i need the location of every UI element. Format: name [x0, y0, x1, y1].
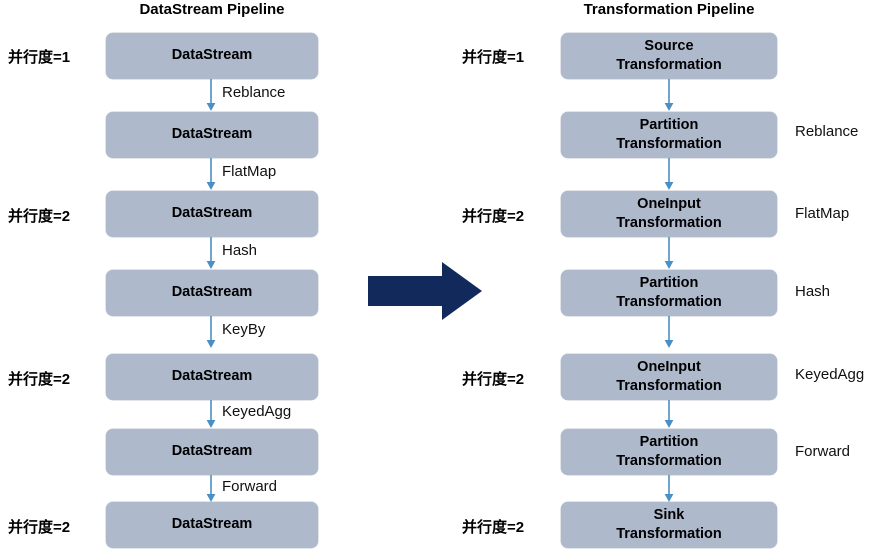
edge-label-left-3: Hash [222, 242, 258, 259]
node-label-line1: OneInput [637, 195, 701, 212]
node-label-line1: OneInput [637, 358, 701, 375]
node-label-line2: Transformation [616, 453, 722, 469]
node-label-line2: Transformation [616, 378, 722, 394]
edge-label-left-6: Forward [222, 478, 278, 495]
connector-arrow-left-6 [204, 475, 218, 503]
node-label-line2: Transformation [616, 526, 722, 542]
page-title-right: Transformation Pipeline [583, 1, 755, 18]
connector-arrow-left-5 [204, 400, 218, 429]
node-label: DataStream [171, 47, 253, 64]
node-label: OneInput Transformation [610, 358, 728, 396]
node-label: DataStream [171, 205, 253, 222]
edge-label-left-1: Reblance [222, 84, 286, 101]
datastream-node-3[interactable]: DataStream [106, 191, 318, 237]
node-label-line1: Source [644, 37, 694, 54]
node-label-line2: Transformation [616, 294, 722, 310]
datastream-node-1[interactable]: DataStream [106, 33, 318, 79]
node-label: DataStream [171, 443, 253, 460]
parallelism-label-left-1: 并行度=1 [8, 49, 71, 66]
operation-label-right-6: Forward [795, 443, 851, 460]
transformation-node-3[interactable]: OneInput Transformation [561, 191, 777, 237]
node-label-line2: Transformation [616, 215, 722, 231]
connector-arrow-right-3 [662, 237, 676, 270]
edge-label-left-5: KeyedAgg [222, 403, 292, 420]
node-label-line2: Transformation [616, 57, 722, 73]
parallelism-label-right-7: 并行度=2 [462, 519, 525, 536]
connector-arrow-right-1 [662, 79, 676, 112]
connector-arrow-left-2 [204, 158, 218, 191]
connector-arrow-left-4 [204, 316, 218, 349]
parallelism-label-left-7: 并行度=2 [8, 519, 71, 536]
operation-label-right-2: Reblance [795, 123, 859, 140]
node-label-line1: Sink [653, 506, 685, 523]
parallelism-label-right-1: 并行度=1 [462, 49, 525, 66]
node-label-line1: Partition [639, 274, 699, 291]
parallelism-label-left-5: 并行度=2 [8, 371, 71, 388]
connector-arrow-right-6 [662, 475, 676, 503]
connector-arrow-right-4 [662, 316, 676, 349]
transformation-node-2[interactable]: Partition Transformation [561, 112, 777, 158]
node-label: DataStream [171, 284, 253, 301]
datastream-node-5[interactable]: DataStream [106, 354, 318, 400]
node-label: Source Transformation [610, 37, 728, 75]
datastream-node-2[interactable]: DataStream [106, 112, 318, 158]
node-label: Partition Transformation [610, 433, 728, 471]
datastream-node-4[interactable]: DataStream [106, 270, 318, 316]
page-title-left: DataStream Pipeline [139, 1, 285, 18]
transformation-node-1[interactable]: Source Transformation [561, 33, 777, 79]
node-label: DataStream [171, 126, 253, 143]
parallelism-label-right-5: 并行度=2 [462, 371, 525, 388]
node-label: Partition Transformation [610, 116, 728, 154]
datastream-node-6[interactable]: DataStream [106, 429, 318, 475]
transformation-node-5[interactable]: OneInput Transformation [561, 354, 777, 400]
parallelism-label-right-3: 并行度=2 [462, 208, 525, 225]
node-label: Partition Transformation [610, 274, 728, 312]
connector-arrow-left-3 [204, 237, 218, 270]
node-label: Sink Transformation [610, 506, 728, 544]
node-label: OneInput Transformation [610, 195, 728, 233]
node-label: DataStream [171, 516, 253, 533]
transformation-node-4[interactable]: Partition Transformation [561, 270, 777, 316]
operation-label-right-4: Hash [795, 283, 831, 300]
node-label: DataStream [171, 368, 253, 385]
connector-arrow-right-2 [662, 158, 676, 191]
connector-arrow-left-1 [204, 79, 218, 112]
connector-arrow-right-5 [662, 400, 676, 429]
right-arrow-icon [368, 262, 482, 328]
datastream-node-7[interactable]: DataStream [106, 502, 318, 548]
transformation-node-7[interactable]: Sink Transformation [561, 502, 777, 548]
transformation-node-6[interactable]: Partition Transformation [561, 429, 777, 475]
node-label-line1: Partition [639, 433, 699, 450]
operation-label-right-5: KeyedAgg [795, 366, 865, 383]
edge-label-left-4: KeyBy [222, 321, 266, 338]
edge-label-left-2: FlatMap [222, 163, 277, 180]
node-label-line2: Transformation [616, 136, 722, 152]
node-label-line1: Partition [639, 116, 699, 133]
operation-label-right-3: FlatMap [795, 205, 850, 222]
parallelism-label-left-3: 并行度=2 [8, 208, 71, 225]
